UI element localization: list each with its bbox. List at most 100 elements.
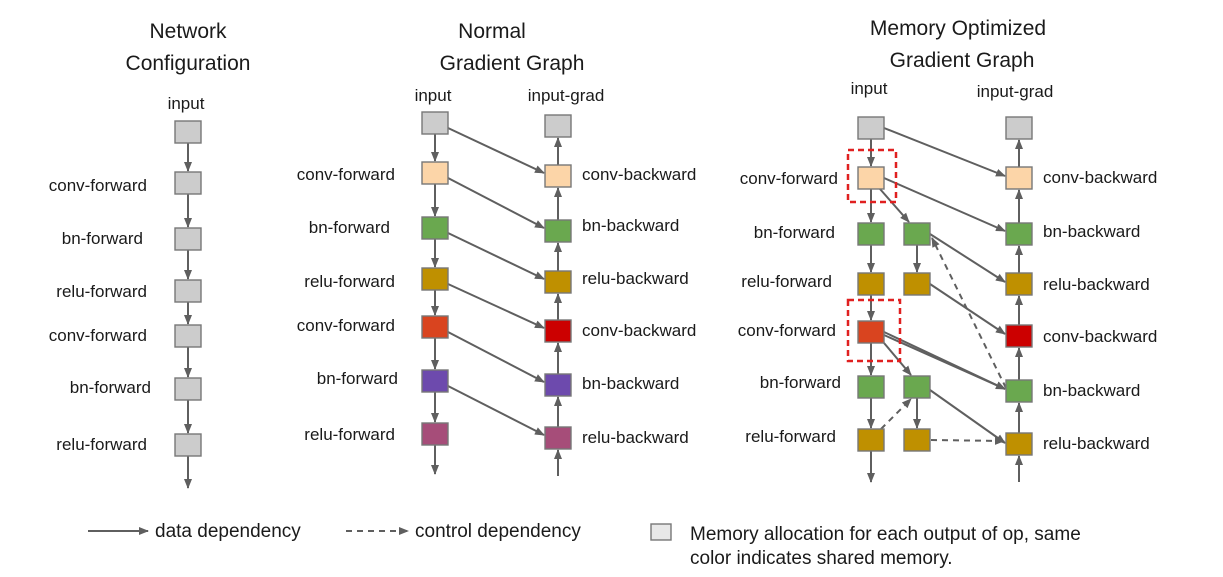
optimized-relu-forward-node <box>857 272 885 296</box>
optimized-backward-label: conv-backward <box>1043 168 1157 187</box>
normal-gradient-graph-panel: Normal Gradient Graph input input-grad c… <box>297 20 696 476</box>
optimized-input-grad-node <box>1005 116 1033 140</box>
normal-grad-label: input-grad <box>528 86 605 105</box>
normal-input-label: input <box>415 86 452 105</box>
data-dependency-arrow <box>929 233 1006 283</box>
data-dependency-arrow <box>883 127 1006 177</box>
optimized-gradient-graph-panel: Memory Optimized Gradient Graph input in… <box>738 17 1157 483</box>
legend-memory-line1: Memory allocation for each output of op,… <box>690 524 1081 545</box>
network-input-label: input <box>168 94 205 113</box>
normal-backward-label: bn-backward <box>582 374 679 393</box>
normal-conv-forward-node <box>421 161 449 185</box>
data-dependency-arrow <box>447 232 545 280</box>
memory-checkpoint-highlight <box>846 298 902 363</box>
optimized-backward-label: relu-backward <box>1043 434 1150 453</box>
memory-checkpoint-highlight <box>846 148 898 204</box>
optimized-backward-label: bn-backward <box>1043 222 1140 241</box>
data-dependency-arrow <box>883 177 1006 232</box>
optimized-conv-backward-node <box>1005 166 1033 190</box>
optimized-relu-forward-node <box>857 428 885 452</box>
normal-backward-label: conv-backward <box>582 321 696 340</box>
network-title-line2: Configuration <box>126 52 251 75</box>
network-configuration-panel: Network Configuration input conv-forward… <box>49 20 251 489</box>
normal-forward-label: bn-forward <box>309 218 390 237</box>
normal-relu-forward-node <box>421 422 449 446</box>
normal-bn-forward-node <box>421 369 449 393</box>
optimized-forward-input-node <box>857 116 885 140</box>
optimized-forward-label: bn-forward <box>760 373 841 392</box>
optimized-recompute-relu-node <box>903 428 931 452</box>
optimized-forward-label: relu-forward <box>745 427 836 446</box>
control-dependency-arrow <box>880 398 912 430</box>
network-layer-label: bn-forward <box>62 229 143 248</box>
optimized-backward-label: relu-backward <box>1043 275 1150 294</box>
network-layer-label: bn-forward <box>70 378 151 397</box>
normal-relu-backward-node <box>544 426 572 450</box>
optimized-relu-backward-node <box>1005 272 1033 296</box>
normal-backward-label: relu-backward <box>582 269 689 288</box>
normal-conv-backward-node <box>544 319 572 343</box>
normal-bn-backward-node <box>544 219 572 243</box>
normal-bn-backward-node <box>544 373 572 397</box>
data-dependency-arrow <box>447 331 545 383</box>
network-layer-label: relu-forward <box>56 435 147 454</box>
data-dependency-arrow <box>447 127 545 174</box>
optimized-forward-label: relu-forward <box>741 272 832 291</box>
optimized-forward-label: conv-forward <box>740 169 838 188</box>
optimized-bn-forward-node <box>857 375 885 399</box>
data-dependency-arrow <box>883 342 912 376</box>
normal-forward-input-node <box>421 111 449 135</box>
network-layer-node <box>174 279 202 303</box>
normal-title-line1: Normal <box>458 20 526 43</box>
optimized-input-label: input <box>851 79 888 98</box>
normal-forward-label: bn-forward <box>317 369 398 388</box>
optimized-conv-forward-node <box>857 166 885 190</box>
optimized-bn-backward-node <box>1005 379 1033 403</box>
optimized-backward-label: bn-backward <box>1043 381 1140 400</box>
optimized-recompute-bn-node <box>903 375 931 399</box>
data-dependency-arrow <box>929 283 1006 335</box>
normal-title-line2: Gradient Graph <box>440 52 585 75</box>
normal-relu-forward-node <box>421 267 449 291</box>
normal-backward-label: bn-backward <box>582 216 679 235</box>
network-layer-node <box>174 433 202 457</box>
normal-bn-forward-node <box>421 216 449 240</box>
network-input-node <box>174 120 202 144</box>
optimized-recompute-bn-node <box>903 222 931 246</box>
normal-forward-label: relu-forward <box>304 272 395 291</box>
network-layer-label: conv-forward <box>49 176 147 195</box>
optimized-forward-label: bn-forward <box>754 223 835 242</box>
normal-conv-backward-node <box>544 164 572 188</box>
normal-forward-label: conv-forward <box>297 165 395 184</box>
optimized-grad-label: input-grad <box>977 82 1054 101</box>
normal-input-grad-node <box>544 114 572 138</box>
optimized-conv-forward-node <box>857 320 885 344</box>
data-dependency-arrow <box>447 385 545 436</box>
optimized-recompute-relu-node <box>903 272 931 296</box>
normal-forward-label: relu-forward <box>304 425 395 444</box>
optimized-relu-backward-node <box>1005 432 1033 456</box>
optimized-forward-label: conv-forward <box>738 321 836 340</box>
legend-memory-line2: color indicates shared memory. <box>690 548 953 569</box>
network-layer-node <box>174 171 202 195</box>
network-layer-node <box>174 227 202 251</box>
optimized-bn-backward-node <box>1005 222 1033 246</box>
normal-conv-forward-node <box>421 315 449 339</box>
data-dependency-arrow <box>447 177 545 229</box>
data-dependency-arrow <box>879 188 910 223</box>
data-dependency-arrow <box>447 283 545 329</box>
legend: data dependency control dependency Memor… <box>88 521 1081 569</box>
normal-backward-label: relu-backward <box>582 428 689 447</box>
legend-control-dependency-label: control dependency <box>415 521 581 542</box>
optimized-backward-label: conv-backward <box>1043 327 1157 346</box>
normal-backward-label: conv-backward <box>582 165 696 184</box>
optimized-title-line1: Memory Optimized <box>870 17 1046 40</box>
normal-forward-label: conv-forward <box>297 316 395 335</box>
data-dependency-arrow <box>929 389 1006 444</box>
network-layer-node <box>174 377 202 401</box>
control-dependency-arrow <box>931 237 1007 389</box>
optimized-bn-forward-node <box>857 222 885 246</box>
control-dependency-arrow <box>930 436 1005 445</box>
optimized-conv-backward-node <box>1005 324 1033 348</box>
